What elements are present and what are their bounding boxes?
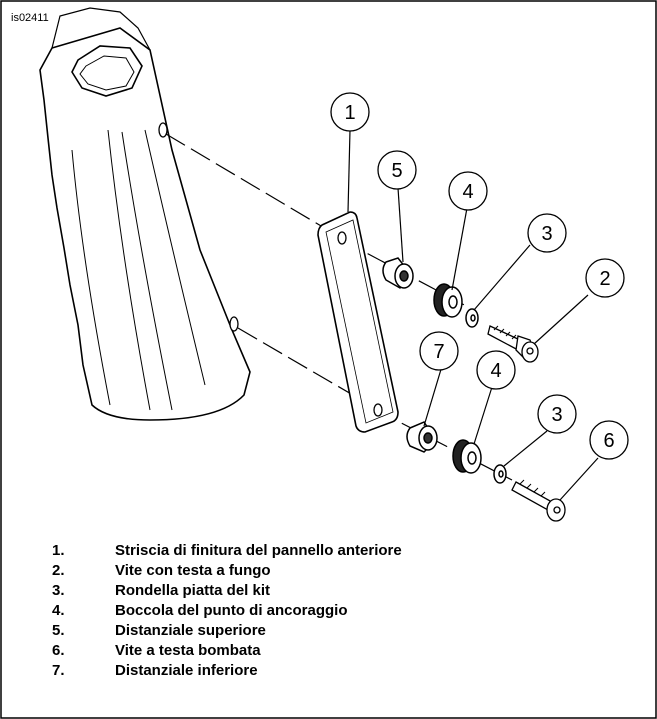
callout-circle bbox=[377, 150, 417, 190]
flat-washer-part-upper bbox=[465, 308, 479, 328]
legend-number: 3. bbox=[52, 581, 65, 599]
legend-number: 5. bbox=[52, 621, 65, 639]
callout-circle bbox=[330, 92, 370, 132]
legend-item: 7. Distanziale inferiore bbox=[52, 660, 402, 680]
callout-circle bbox=[537, 394, 577, 434]
callout-label: 4 bbox=[462, 181, 473, 203]
legend-number: 4. bbox=[52, 601, 65, 619]
legend-number: 7. bbox=[52, 661, 65, 679]
legend-number: 6. bbox=[52, 641, 65, 659]
callout-circle bbox=[448, 171, 488, 211]
pan-head-screw-part bbox=[511, 479, 566, 522]
callout-circle bbox=[585, 258, 625, 298]
callout-circle bbox=[589, 420, 629, 460]
callout-label: 7 bbox=[433, 341, 444, 363]
mushroom-screw-part bbox=[487, 325, 539, 363]
grommet-part-upper bbox=[433, 283, 463, 318]
callout-label: 1 bbox=[344, 102, 355, 124]
legend-text: Striscia di finitura del pannello anteri… bbox=[115, 541, 402, 559]
upper-spacer-part bbox=[382, 257, 414, 289]
legend-text: Vite a testa bombata bbox=[115, 641, 261, 659]
legend-number: 2. bbox=[52, 561, 65, 579]
legend-item: 6. Vite a testa bombata bbox=[52, 640, 402, 660]
leader-lines bbox=[347, 129, 599, 501]
legend-item: 4. Boccola del punto di ancoraggio bbox=[52, 600, 402, 620]
legend-item: 2. Vite con testa a fungo bbox=[52, 560, 402, 580]
callout-label: 3 bbox=[551, 404, 562, 426]
legend-number: 1. bbox=[52, 541, 65, 559]
trim-strip-part bbox=[317, 211, 399, 433]
flat-washer-part-lower bbox=[493, 464, 507, 484]
legend-text: Distanziale inferiore bbox=[115, 661, 258, 679]
callout-label: 2 bbox=[599, 268, 610, 290]
callout-circle bbox=[527, 213, 567, 253]
lower-spacer-part bbox=[406, 421, 438, 453]
figure-id: is02411 bbox=[10, 12, 50, 24]
grommet-part-lower bbox=[452, 439, 482, 474]
legend-text: Rondella piatta del kit bbox=[115, 581, 271, 599]
legend-text: Boccola del punto di ancoraggio bbox=[115, 601, 348, 619]
legend-text: Vite con testa a fungo bbox=[115, 561, 271, 579]
callout-label: 6 bbox=[603, 430, 614, 452]
callout-labels: 1 5 4 3 2 7 4 3 6 bbox=[344, 102, 614, 452]
callout-label: 4 bbox=[490, 360, 501, 382]
callouts bbox=[330, 92, 629, 460]
callout-label: 5 bbox=[391, 160, 402, 182]
fork-leg-drawing bbox=[39, 7, 251, 421]
legend-text: Distanziale superiore bbox=[115, 621, 266, 639]
parts-legend: 1. Striscia di finitura del pannello ant… bbox=[52, 540, 402, 680]
callout-circle bbox=[476, 350, 516, 390]
legend-item: 3. Rondella piatta del kit bbox=[52, 580, 402, 600]
legend-item: 5. Distanziale superiore bbox=[52, 620, 402, 640]
callout-label: 3 bbox=[541, 223, 552, 245]
callout-circle bbox=[419, 331, 459, 371]
legend-item: 1. Striscia di finitura del pannello ant… bbox=[52, 540, 402, 560]
